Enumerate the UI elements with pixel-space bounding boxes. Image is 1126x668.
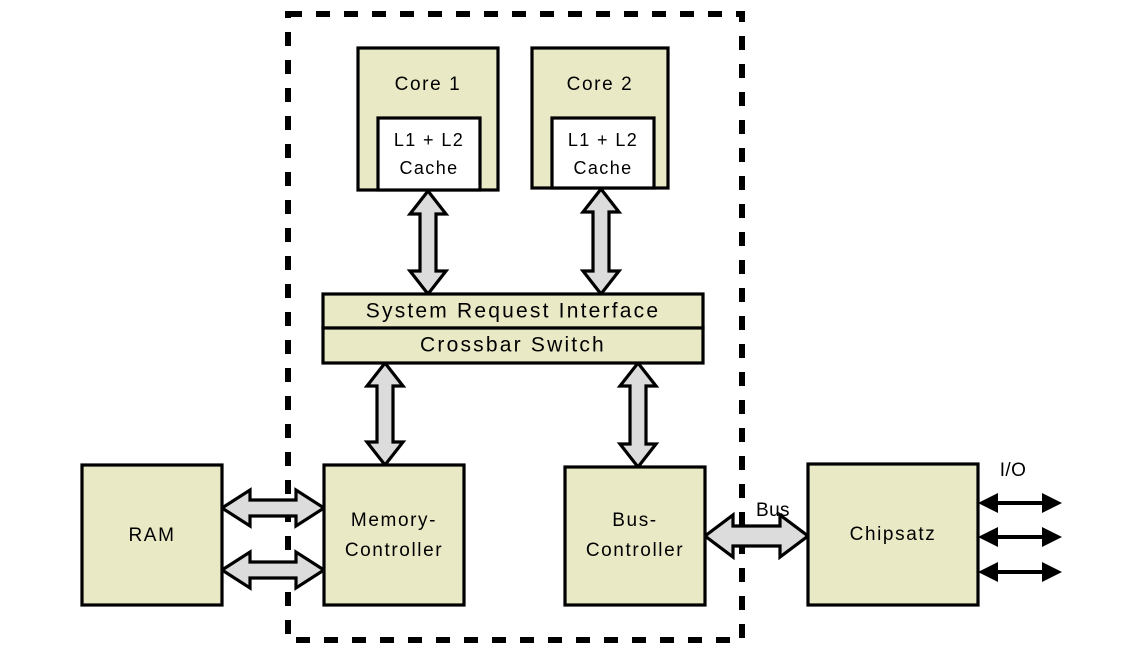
io-arrow-1 [978, 493, 1062, 513]
block-core1-label: Core 1 [395, 74, 462, 95]
block-ram: RAM [80, 463, 224, 607]
connector-busctrl-to-chipset [702, 511, 811, 561]
io-ports-label: I/O [1000, 460, 1027, 481]
block-cache1-label-line2: Cache [399, 158, 458, 178]
block-ram-label: RAM [128, 525, 175, 546]
block-memory-controller-label-line2: Controller [345, 540, 443, 561]
connector-ram-to-memctrl-upper [219, 487, 327, 529]
block-chipset-label: Chipsatz [850, 524, 937, 545]
io-arrow-2 [978, 527, 1062, 547]
io-ports: I/O [978, 460, 1062, 582]
block-cache2: L1 + L2 Cache [550, 116, 656, 190]
block-crossbar-switch: Crossbar Switch [321, 326, 705, 365]
block-system-request-interface-label: System Request Interface [366, 300, 660, 323]
bus-connector-label: Bus [756, 500, 790, 521]
connector-xbar-to-busctrl [616, 360, 660, 470]
block-cache1: L1 + L2 Cache [376, 116, 482, 192]
block-cache2-label-line2: Cache [573, 158, 632, 178]
block-crossbar-switch-label: Crossbar Switch [420, 334, 606, 357]
block-bus-controller: Bus- Controller [563, 465, 707, 607]
io-arrow-3 [978, 562, 1062, 582]
block-core2-label: Core 2 [567, 74, 634, 95]
block-cache2-label-line1: L1 + L2 [568, 130, 638, 150]
connector-core1-to-sri [406, 188, 450, 297]
connector-core2-to-sri [579, 186, 623, 297]
connector-xbar-to-memctrl [363, 360, 407, 468]
block-chipset: Chipsatz [806, 462, 980, 607]
block-bus-controller-label-line1: Bus- [612, 510, 657, 531]
connector-ram-to-memctrl-lower [219, 549, 327, 591]
block-cache1-label-line1: L1 + L2 [394, 130, 464, 150]
block-system-request-interface: System Request Interface [321, 292, 705, 330]
block-bus-controller-label-line2: Controller [586, 540, 684, 561]
block-memory-controller: Memory- Controller [322, 463, 466, 607]
block-memory-controller-label-line1: Memory- [351, 510, 437, 531]
cpu-die-boundary [285, 11, 745, 643]
